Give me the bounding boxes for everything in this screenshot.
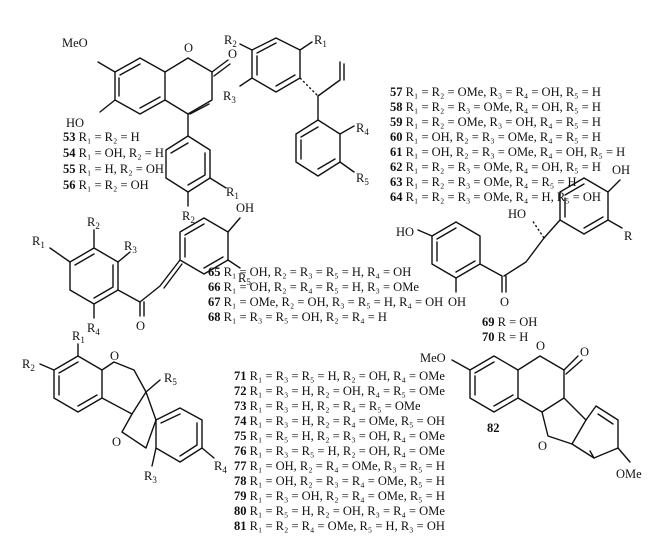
- furan-oxygen-label-71: O: [112, 435, 121, 449]
- carbonyl-oxygen-label-53: O: [228, 47, 237, 61]
- compound-entry-64: 64 R₁ = R₂ = R₃ = OMe, R₄ = H, R₅ = OH: [390, 190, 601, 204]
- structure-71-81: R1 R2 O R5 O R3 R4: [22, 329, 227, 485]
- r5-label-71: R5: [164, 371, 177, 387]
- hydroxy-label-65: OH: [236, 201, 254, 215]
- structure-69-70-bonds: [417, 177, 623, 293]
- compound-entry-60: 60 R₁ = OH, R₂ = R₃ = OMe, R₄ = R₅ = H: [390, 130, 601, 144]
- compound-number-82: 82: [487, 421, 500, 435]
- r1-label-57: R1: [314, 33, 327, 49]
- compound-entry-55: 55 R₁ = H, R₂ = OH: [63, 162, 164, 176]
- compound-entry-78: 78 R₁ = OH, R₂ = R₃ = R₄ = OMe, R₅ = H: [234, 474, 445, 488]
- compound-entry-57: 57 R₁ = R₂ = OMe, R₃ = R₄ = OH, R₅ = H: [390, 85, 601, 99]
- structure-82: MeO O O O 82 OMe: [420, 339, 642, 481]
- compound-list-53-56: 53 R₁ = R₂ = H 54 R₁ = OH, R₂ = H 55 R₁ …: [63, 130, 164, 192]
- structure-53-56-bonds: [97, 57, 231, 207]
- methoxy-label-53: MeO: [62, 36, 88, 50]
- compound-entry-69: 69 R = OH: [482, 315, 537, 329]
- compound-entry-67: 67 R₁ = OMe, R₂ = OH, R₃ = R₅ = H, R₄ = …: [208, 295, 443, 309]
- r2-label-71: R2: [22, 357, 35, 373]
- structure-57-64-bonds: [239, 37, 355, 177]
- compound-entry-72: 72 R₁ = R₃ = H, R₂ = OH, R₄ = R₅ = OMe: [234, 384, 445, 398]
- hydroxy-label-69-top: OH: [612, 163, 630, 177]
- compound-entry-63: 63 R₁ = R₂ = R₃ = OMe, R₄ = R₅ = H: [390, 175, 577, 189]
- structure-65-68-bonds: [49, 217, 241, 319]
- hydroxy-label-69-mid: HO: [508, 207, 526, 221]
- r1-label-53: R1: [226, 185, 239, 201]
- compound-entry-73: 73 R₁ = R₃ = H, R₂ = R₄ = R₅ = OMe: [234, 399, 421, 413]
- structure-65-68: OH R1 R2 R3 R4 R5 O: [32, 201, 254, 337]
- hydroxy-label-69-left: HO: [396, 225, 414, 239]
- pyran-oxygen-label-71: O: [110, 349, 119, 363]
- r2-label-65: R2: [87, 215, 100, 231]
- compound-list-69-70: 69 R = OH 70 R = H: [482, 315, 537, 344]
- compound-entry-62: 62 R₁ = R₂ = R₃ = OMe, R₄ = OH, R₅ = H: [390, 160, 601, 174]
- structure-57-64: R2 R1 R3 R4 R5: [223, 33, 369, 187]
- methoxy-label-82: MeO: [420, 351, 446, 365]
- compound-list-65-68: 65 R₁ = OH, R₂ = R₃ = R₅ = H, R₄ = OH 66…: [208, 265, 443, 324]
- carbonyl-oxygen-label-65: O: [136, 319, 145, 333]
- compound-entry-77: 77 R₁ = OH, R₂ = R₄ = OMe, R₃ = R₅ = H: [234, 459, 445, 473]
- compound-entry-59: 59 R₁ = R₂ = OMe, R₃ = OH, R₄ = R₅ = H: [390, 115, 601, 129]
- r3-label-65: R3: [124, 239, 137, 255]
- compound-entry-76: 76 R₁ = R₃ = R₅ = H, R₂ = OH, R₄ = OMe: [234, 444, 445, 458]
- compound-entry-65: 65 R₁ = OH, R₂ = R₃ = R₅ = H, R₄ = OH: [208, 265, 411, 279]
- r4-label-57: R4: [356, 121, 369, 137]
- r3-label-71: R3: [144, 469, 157, 485]
- compound-list-57-64: 57 R₁ = R₂ = OMe, R₃ = R₄ = OH, R₅ = H 5…: [390, 85, 625, 204]
- compound-list-71-81: 71 R₁ = R₃ = R₅ = H, R₂ = OH, R₄ = OMe 7…: [234, 369, 445, 533]
- hydroxy-label-53: HO: [66, 116, 84, 130]
- compound-entry-74: 74 R₁ = R₃ = H, R₂ = R₄ = OMe, R₅ = OH: [234, 414, 445, 428]
- compound-entry-56: 56 R₁ = R₂ = OH: [63, 178, 149, 192]
- r4-label-65: R4: [87, 321, 100, 337]
- r5-label-57: R5: [356, 171, 369, 187]
- carbonyl-oxygen-label-82: O: [580, 345, 589, 359]
- r4-label-71: R4: [214, 459, 227, 475]
- r1-label-65: R1: [32, 234, 45, 250]
- compound-entry-79: 79 R₁ = R₃ = OH, R₂ = R₄ = OMe, R₅ = H: [234, 489, 445, 503]
- r-label-69: R: [624, 229, 633, 243]
- carbonyl-oxygen-label-69: O: [500, 295, 509, 309]
- structure-71-81-bonds: [39, 343, 215, 467]
- compound-entry-58: 58 R₁ = R₂ = R₃ = OMe, R₄ = OH, R₅ = H: [390, 100, 601, 114]
- compound-entry-80: 80 R₁ = R₅ = H, R₂ = OH, R₃ = R₄ = OMe: [234, 504, 445, 518]
- compound-entry-70: 70 R = H: [482, 330, 528, 344]
- compound-entry-81: 81 R₁ = R₂ = R₄ = OMe, R₅ = H, R₃ = OH: [234, 519, 445, 533]
- r2-label-53: R2: [182, 209, 195, 225]
- compound-entry-54: 54 R₁ = OH, R₂ = H: [63, 146, 164, 160]
- methoxy-label-82-right: OMe: [616, 467, 642, 481]
- compound-entry-61: 61 R₁ = OH, R₂ = R₃ = OMe, R₄ = OH, R₅ =…: [390, 145, 625, 159]
- r3-label-57: R3: [223, 89, 236, 105]
- r2-label-57: R2: [224, 33, 237, 49]
- compound-entry-75: 75 R₁ = R₅ = H, R₂ = R₃ = OH, R₄ = OMe: [234, 429, 445, 443]
- structure-69-70: HO OH O HO OH R: [396, 163, 633, 309]
- ring-oxygen-label-53: O: [184, 41, 193, 55]
- compound-entry-53: 53 R₁ = R₂ = H: [63, 130, 140, 144]
- structure-82-bonds: [451, 355, 631, 463]
- furan-oxygen-label-82: O: [538, 439, 547, 453]
- compound-entry-66: 66 R₁ = OH, R₂ = R₄ = R₅ = H, R₃ = OMe: [208, 280, 419, 294]
- compound-entry-71: 71 R₁ = R₃ = R₅ = H, R₂ = OH, R₄ = OMe: [234, 369, 445, 383]
- compound-entry-68: 68 R₁ = R₃ = R₅ = OH, R₂ = R₄ = H: [208, 310, 387, 324]
- r1-label-71: R1: [72, 329, 85, 345]
- hydroxy-label-69-bottom: OH: [448, 295, 466, 309]
- ring-oxygen-label-82: O: [536, 339, 545, 353]
